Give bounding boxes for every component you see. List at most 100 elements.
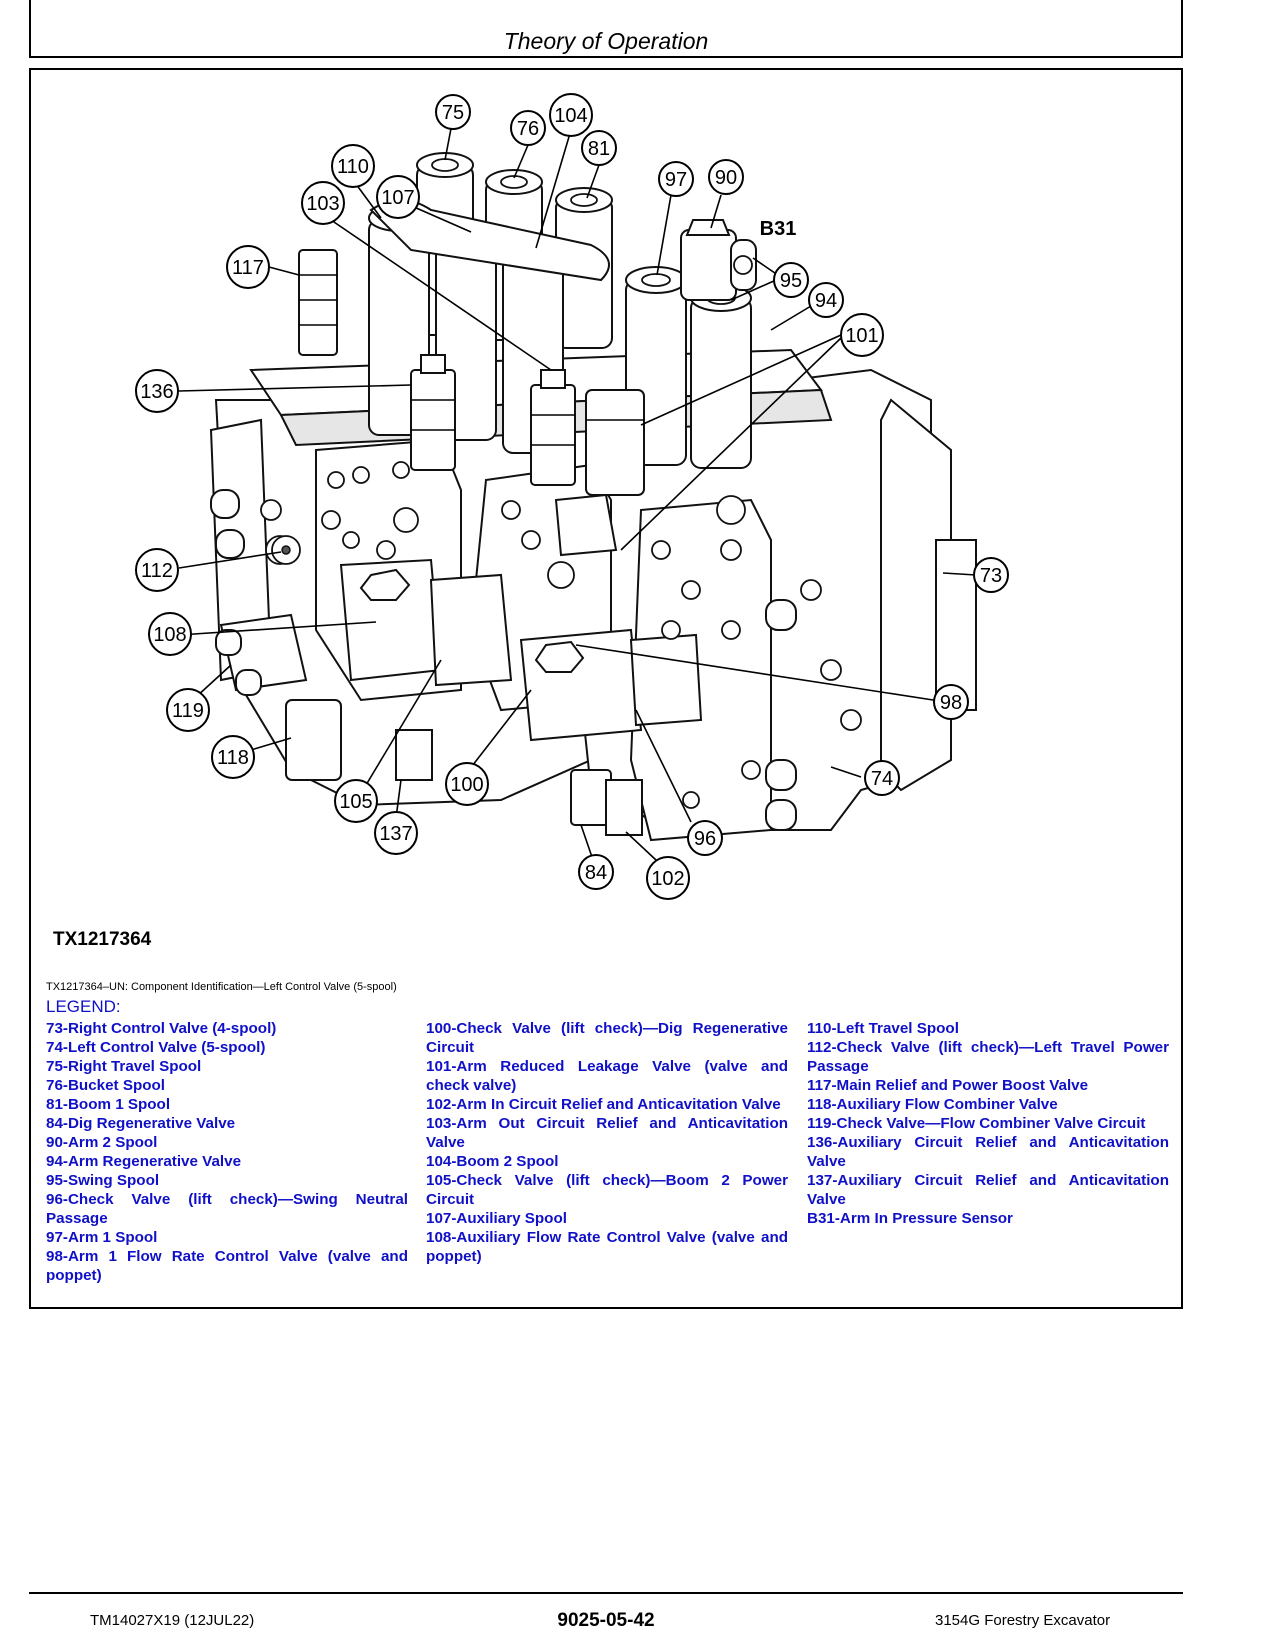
callout-97: 97 <box>658 161 694 197</box>
legend-item: 108-Auxiliary Flow Rate Control Valve (v… <box>426 1229 788 1265</box>
callout-108: 108 <box>148 612 192 656</box>
legend-item: 94-Arm Regenerative Valve <box>46 1153 242 1170</box>
callout-112: 112 <box>135 548 179 592</box>
flow-control-blocks <box>219 493 703 742</box>
legend-item: 84-Dig Regenerative Valve <box>46 1115 236 1132</box>
callout-96: 96 <box>687 820 723 856</box>
legend-item: 107-Auxiliary Spool <box>426 1210 567 1227</box>
svg-text:118: 118 <box>217 747 249 769</box>
callout-100: 100 <box>445 762 489 806</box>
svg-text:74: 74 <box>871 768 893 790</box>
svg-text:B31: B31 <box>760 218 797 240</box>
footer-divider <box>29 1592 1183 1594</box>
callout-107: 107 <box>376 175 420 219</box>
legend-item: 136-Auxiliary Circuit Relief and Anticav… <box>807 1134 1169 1170</box>
callout-119: 119 <box>166 688 210 732</box>
legend-item: 118-Auxiliary Flow Combiner Valve <box>807 1096 1058 1113</box>
svg-text:81: 81 <box>588 138 610 160</box>
callout-98: 98 <box>933 684 969 720</box>
legend-item: 117-Main Relief and Power Boost Valve <box>807 1077 1089 1094</box>
svg-text:96: 96 <box>694 828 716 850</box>
legend-item: B31-Arm In Pressure Sensor <box>807 1210 1013 1227</box>
figure-caption: TX1217364–UN: Component Identification—L… <box>46 981 397 993</box>
legend-item: 76-Bucket Spool <box>46 1077 165 1094</box>
legend-item: 98-Arm 1 Flow Rate Control Valve (valve … <box>46 1248 408 1284</box>
page-header: Theory of Operation <box>29 0 1183 58</box>
control-valve-illustration: 107 75 76 104 81 110 103 97 90 B31 117 9… <box>31 70 1181 950</box>
svg-text:102: 102 <box>651 868 684 890</box>
svg-text:76: 76 <box>517 118 539 140</box>
footer-machine-name: 3154G Forestry Excavator <box>935 1612 1111 1629</box>
svg-text:103: 103 <box>306 193 339 215</box>
callout-94: 94 <box>808 282 844 318</box>
svg-text:95: 95 <box>780 270 802 292</box>
svg-text:137: 137 <box>379 823 412 845</box>
svg-text:119: 119 <box>172 700 204 722</box>
legend-item: 102-Arm In Circuit Relief and Anticavita… <box>426 1096 781 1113</box>
callout-101: 101 <box>840 313 884 357</box>
legend-item: 100-Check Valve (lift check)—Dig Regener… <box>426 1020 788 1056</box>
svg-text:104: 104 <box>554 105 587 127</box>
svg-text:112: 112 <box>141 560 173 582</box>
callout-117: 117 <box>226 245 270 289</box>
svg-text:94: 94 <box>815 290 837 312</box>
legend-item: 96-Check Valve (lift check)—Swing Neutra… <box>46 1191 408 1227</box>
callout-b31: B31 <box>760 218 797 240</box>
callout-81: 81 <box>581 130 617 166</box>
callout-118: 118 <box>211 735 255 779</box>
legend-item: 110-Left Travel Spool <box>807 1020 959 1037</box>
plate-holes <box>210 461 862 831</box>
valve-drawing: 107 75 76 104 81 110 103 97 90 B31 117 9… <box>135 93 1009 900</box>
leader-lines <box>178 117 982 861</box>
legend-item: 101-Arm Reduced Leakage Valve (valve and… <box>426 1058 788 1094</box>
callout-75: 75 <box>435 94 471 130</box>
callout-110: 110 <box>331 144 375 188</box>
svg-text:110: 110 <box>337 156 369 178</box>
callout-137: 137 <box>374 811 418 855</box>
svg-text:73: 73 <box>980 565 1002 587</box>
footer-page-number: 9025-05-42 <box>557 1610 655 1631</box>
legend-item: 103-Arm Out Circuit Relief and Anticavit… <box>426 1115 788 1151</box>
callout-76: 76 <box>510 110 546 146</box>
callout-84: 84 <box>578 854 614 890</box>
svg-text:107: 107 <box>381 187 414 209</box>
svg-text:136: 136 <box>140 381 173 403</box>
callout-102: 102 <box>646 856 690 900</box>
callout-104: 104 <box>549 93 593 137</box>
svg-text:98: 98 <box>940 692 962 714</box>
callout-95: 95 <box>773 262 809 298</box>
callout-103: 103 <box>301 181 345 225</box>
svg-text:97: 97 <box>665 169 687 191</box>
legend-column-3: 110-Left Travel Spool 112-Check Valve (l… <box>807 1019 1169 1228</box>
legend-column-2: 100-Check Valve (lift check)—Dig Regener… <box>426 1019 788 1266</box>
svg-text:101: 101 <box>845 325 878 347</box>
svg-text:100: 100 <box>450 774 483 796</box>
legend-title: LEGEND: <box>46 997 121 1016</box>
legend-item: 105-Check Valve (lift check)—Boom 2 Powe… <box>426 1172 788 1208</box>
legend-item: 74-Left Control Valve (5-spool) <box>46 1039 266 1056</box>
legend-item: 104-Boom 2 Spool <box>426 1153 559 1170</box>
svg-text:84: 84 <box>585 862 607 884</box>
legend-item: 81-Boom 1 Spool <box>46 1096 171 1113</box>
legend-item: 97-Arm 1 Spool <box>46 1229 158 1246</box>
callout-136: 136 <box>135 369 179 413</box>
callout-105: 105 <box>334 779 378 823</box>
callout-90: 90 <box>708 159 744 195</box>
svg-text:108: 108 <box>153 624 186 646</box>
legend-item: 112-Check Valve (lift check)—Left Travel… <box>807 1039 1169 1075</box>
legend-column-1: 73-Right Control Valve (4-spool) 74-Left… <box>46 1019 408 1285</box>
page-title: Theory of Operation <box>503 28 709 54</box>
legend-item: 137-Auxiliary Circuit Relief and Anticav… <box>807 1172 1169 1208</box>
legend-item: 75-Right Travel Spool <box>46 1058 202 1075</box>
callout-73: 73 <box>973 557 1009 593</box>
footer-document-id: TM14027X19 (12JUL22) <box>90 1612 255 1629</box>
svg-text:105: 105 <box>339 791 372 813</box>
legend-item: 90-Arm 2 Spool <box>46 1134 158 1151</box>
legend-item: 73-Right Control Valve (4-spool) <box>46 1020 277 1037</box>
legend-item: 95-Swing Spool <box>46 1172 160 1189</box>
figure-frame <box>29 68 1183 1309</box>
cartridges <box>285 249 645 836</box>
legend-item: 119-Check Valve—Flow Combiner Valve Circ… <box>807 1115 1146 1132</box>
svg-text:90: 90 <box>715 167 737 189</box>
svg-text:117: 117 <box>232 257 264 279</box>
